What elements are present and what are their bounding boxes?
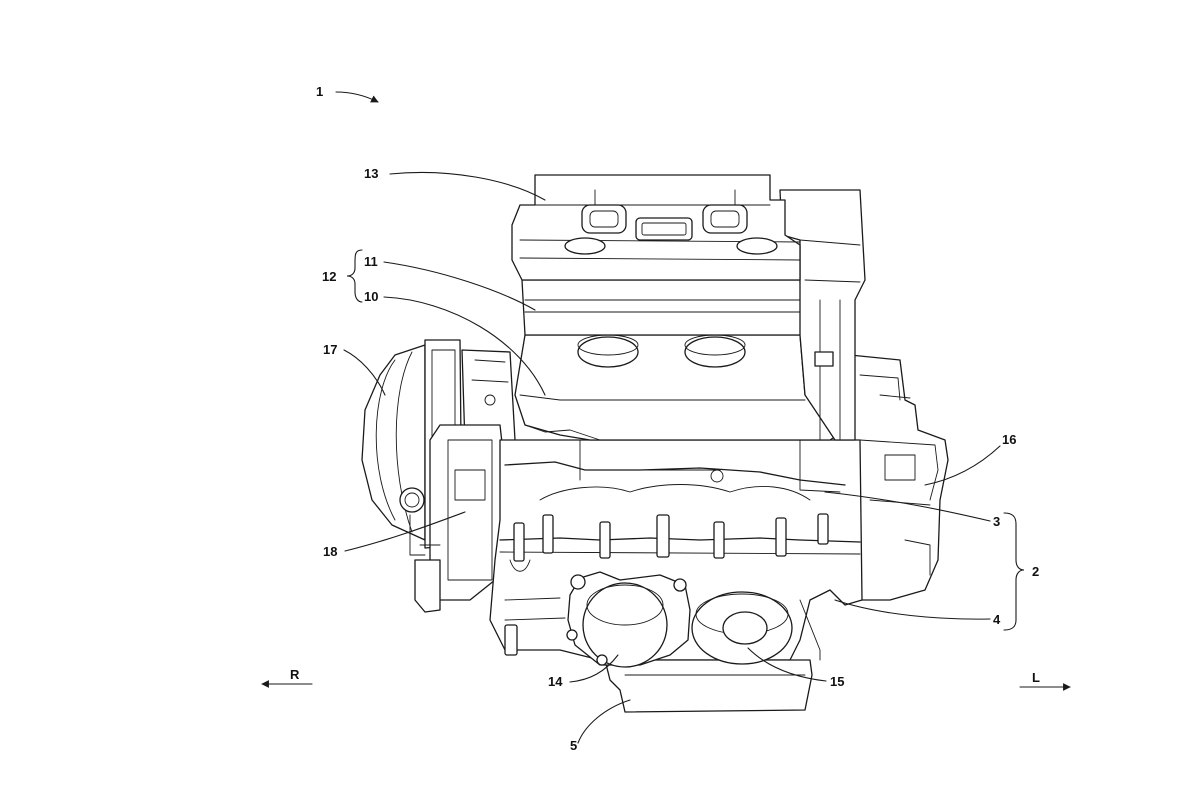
- oil-filter-shape: [566, 571, 691, 668]
- leader-13: [389, 171, 546, 201]
- cam-chain-tower-shape: [779, 189, 866, 493]
- ref-cylinder-head: 11: [364, 254, 378, 269]
- direction-labels: R L: [290, 667, 1040, 685]
- oil-cooler-shape: [691, 591, 793, 665]
- leader-14: [569, 654, 619, 683]
- leader-1: [335, 91, 379, 103]
- ref-right-cover: 17: [323, 342, 337, 357]
- brace-12: [346, 249, 363, 303]
- leader-lines: [261, 91, 1071, 744]
- ref-cylinder-group: 12: [322, 269, 336, 284]
- ref-lower-case: 4: [993, 612, 1001, 627]
- engine-drawing: [361, 174, 949, 713]
- leader-3: [824, 491, 991, 522]
- ref-oil-cooler: 15: [830, 674, 844, 689]
- direction-right-label: R: [290, 667, 300, 682]
- leader-11: [383, 261, 536, 311]
- leader-4: [834, 599, 991, 620]
- head-cover-shape: [511, 174, 801, 281]
- clutch-cover-shape: [399, 424, 506, 613]
- ref-left-cover: 16: [1002, 432, 1016, 447]
- leader-18: [344, 511, 466, 552]
- cylinder-block-shape: [514, 334, 846, 483]
- ref-oil-filter: 14: [548, 674, 563, 689]
- leader-17: [343, 349, 386, 396]
- case-bolts: [509, 513, 829, 572]
- oil-pan-shape: [604, 659, 813, 713]
- ref-head-cover: 13: [364, 166, 378, 181]
- leader-16: [924, 445, 1001, 486]
- ref-oil-pan: 5: [570, 738, 577, 753]
- left-side-cover-shape: [849, 354, 949, 601]
- ref-clutch-cover: 18: [323, 544, 337, 559]
- cylinder-head-shape: [521, 279, 803, 336]
- bracket-2: [1003, 512, 1025, 631]
- direction-left-label: L: [1032, 670, 1040, 685]
- ref-crankcase: 2: [1032, 564, 1039, 579]
- ref-cylinder-block: 10: [364, 289, 378, 304]
- leader-10: [383, 296, 546, 396]
- reference-numerals: 1 13 11 12 10 17 18 16 3 2 4 14 15 5: [316, 84, 1039, 753]
- leader-15: [747, 647, 827, 682]
- ref-upper-case: 3: [993, 514, 1000, 529]
- leader-5: [577, 699, 631, 744]
- ref-engine: 1: [316, 84, 323, 99]
